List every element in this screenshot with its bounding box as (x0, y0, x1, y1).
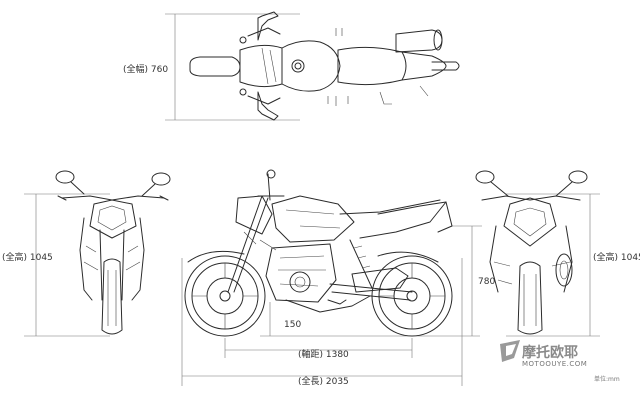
side-view (181, 169, 482, 386)
front-view (24, 170, 171, 337)
height-label-front: (全高) 1045 (2, 253, 53, 263)
watermark-title: 摩托欧耶 (522, 345, 578, 361)
rear-view (475, 170, 600, 337)
unit-label: 单位:mm (594, 376, 620, 383)
height-label-rear: (全高) 1045 (593, 253, 640, 263)
watermark-logo-mark (500, 340, 520, 362)
watermark-subtitle: MOTOOUYE.COM (522, 360, 588, 368)
wheelbase-label: (軸距) 1380 (298, 350, 349, 360)
width-label: (全幅) 760 (123, 65, 169, 75)
ground-clearance-label: 150 (284, 320, 302, 330)
seat-height-label: 780 (478, 277, 496, 287)
overall-length-label: (全長) 2035 (298, 377, 349, 387)
top-view (165, 11, 460, 121)
